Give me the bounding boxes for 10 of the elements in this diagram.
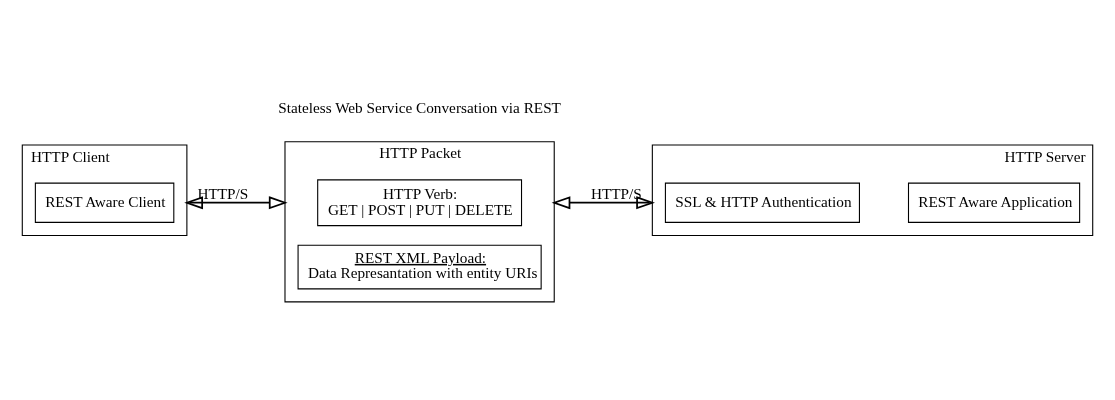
node-box: SSL & HTTP Authentication: [664, 182, 860, 223]
node-box: REST Aware Application: [907, 182, 1081, 223]
arrow: [551, 196, 655, 210]
edge-label: HTTP/S: [197, 184, 249, 202]
edge-label: HTTP/S: [590, 184, 642, 202]
label: Stateless Web Service Conversation via REST: [278, 99, 561, 117]
arrow: [184, 196, 288, 210]
node-box: REST XML Payload: Data Represantation with entity URIs: [297, 244, 542, 290]
node-box: REST Aware Client: [34, 182, 175, 223]
node-box: HTTP Verb: GET | POST | PUT | DELETE: [317, 179, 523, 227]
